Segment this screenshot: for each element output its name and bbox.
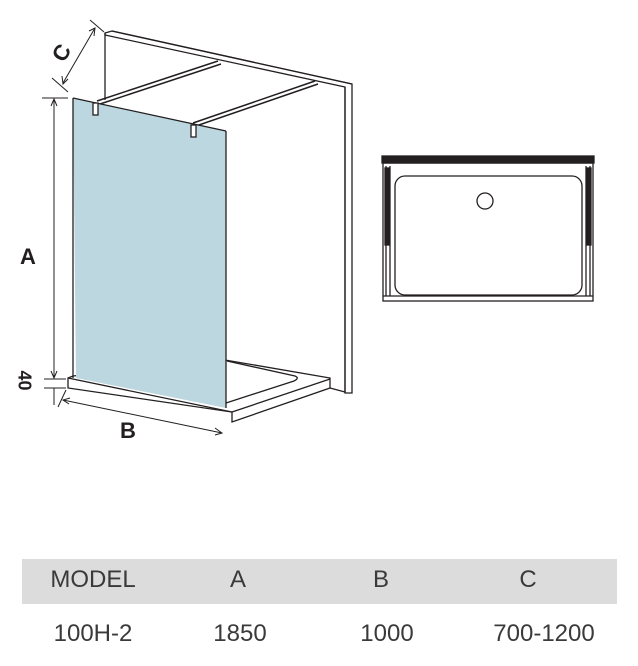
dimension-label-b: B [120,418,136,443]
dimension-label-a: A [20,244,36,269]
header-c: C [519,566,537,593]
top-view [381,155,595,302]
header-b: B [372,566,390,593]
glass-panel [72,97,227,408]
cell-a: 1850 [213,620,267,647]
header-a: A [229,566,247,593]
dimension-label-base: 40 [14,370,35,391]
drain-icon [476,192,494,210]
cell-model: 100H-2 [53,620,133,647]
cell-b: 1000 [360,620,414,647]
support-arms [96,60,319,127]
header-model: MODEL [50,566,136,593]
cell-c: 700-1200 [493,620,595,647]
spec-table-header [22,559,617,604]
dimension-lines [42,19,224,436]
wall-panel [104,30,353,394]
